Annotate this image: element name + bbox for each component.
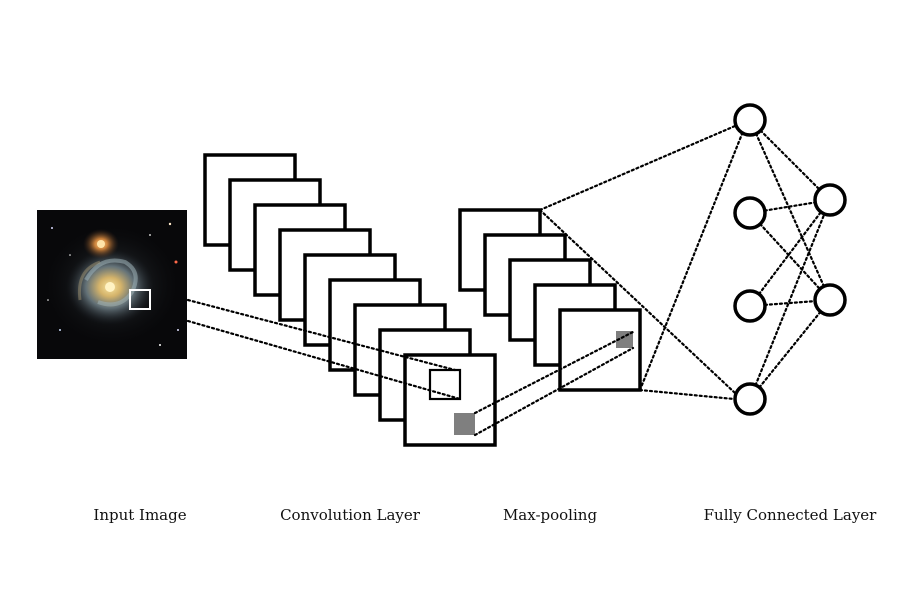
fc-internal-edges: [748, 118, 832, 401]
input-image: [37, 210, 187, 359]
pool-fc-line: [638, 132, 744, 392]
fc-neuron: [733, 103, 767, 137]
fc-edge: [748, 118, 832, 302]
conv-pool-line: [473, 330, 635, 415]
pool-fc-line: [538, 208, 737, 395]
fc-output-neuron: [813, 183, 847, 217]
fc-edge: [748, 198, 832, 308]
fc-edge: [748, 198, 832, 401]
input-image-label: Input Image: [93, 506, 187, 524]
pool-fc-line: [638, 388, 736, 401]
fully-connected-layer: [733, 103, 847, 416]
pool-fc-line: [538, 124, 737, 212]
input-receptive-field: [129, 289, 151, 310]
convolution-layer-label: Convolution Layer: [280, 506, 420, 524]
conv-pool-line: [473, 346, 635, 437]
fc-neuron: [733, 289, 767, 323]
fc-edge: [748, 211, 832, 302]
pool-to-fc-connections: [538, 124, 744, 401]
input-to-conv-connections: [186, 298, 462, 401]
fc-neuron: [733, 382, 767, 416]
max-pooling-label: Max-pooling: [502, 506, 598, 524]
input-conv-line: [186, 298, 457, 372]
fc-output-neuron: [813, 283, 847, 317]
conv-output-cell: [454, 413, 475, 435]
conv-to-pool-connections: [473, 330, 635, 437]
fc-edge: [748, 298, 832, 401]
input-conv-line: [186, 319, 462, 401]
fc-neuron: [733, 196, 767, 230]
fully-connected-layer-label: Fully Connected Layer: [703, 506, 877, 524]
convolution-layer: [203, 153, 497, 447]
conv-receptive-field: [428, 368, 462, 401]
fc-edge: [748, 118, 832, 202]
